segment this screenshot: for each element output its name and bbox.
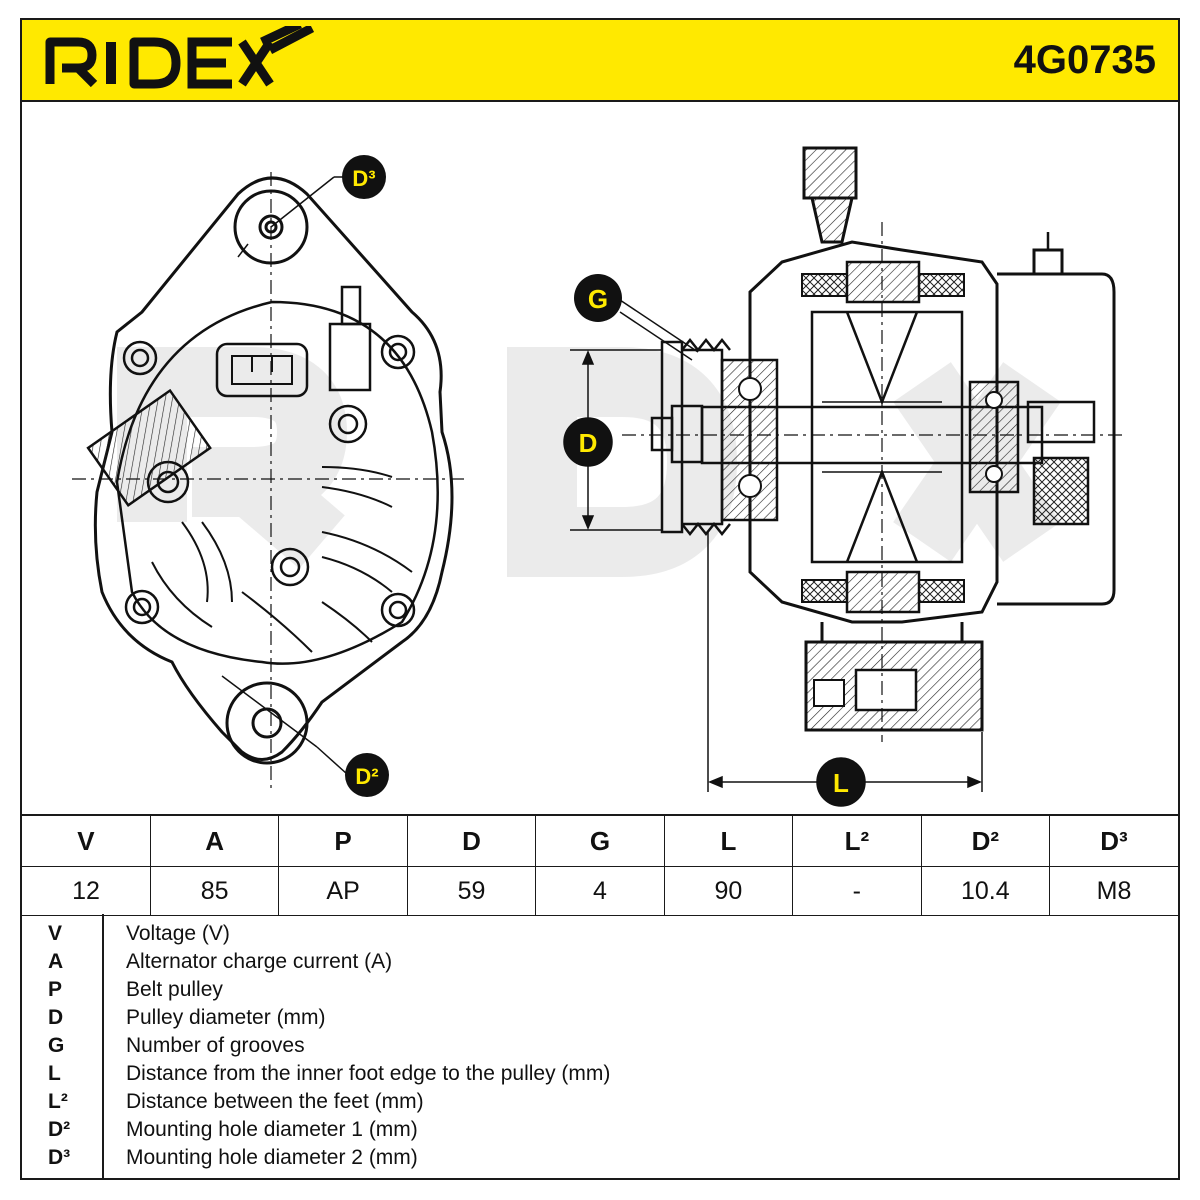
legend-text: Mounting hole diameter 2 (mm) <box>126 1146 418 1169</box>
legend-key: D³ <box>48 1146 71 1169</box>
label-d2: D² <box>355 764 378 789</box>
spec-header: D <box>406 814 537 867</box>
spec-value: 4 <box>535 866 665 916</box>
legend-item: D² Mounting hole diameter 1 (mm) <box>22 1118 1178 1146</box>
d2-callout <box>221 675 389 797</box>
legend-item: L² Distance between the feet (mm) <box>22 1090 1178 1118</box>
alternator-drawing-svg: D³ D² <box>72 146 1122 807</box>
legend-text: Belt pulley <box>126 978 223 1001</box>
d-dimension <box>563 349 662 531</box>
legend-key: V <box>48 922 63 945</box>
legend-key: D² <box>48 1118 71 1141</box>
legend-item: A Alternator charge current (A) <box>22 950 1178 978</box>
rear-view <box>72 172 467 792</box>
datasheet-frame: 4G0735 <box>20 18 1180 1180</box>
part-number: 4G0735 <box>1013 38 1156 82</box>
legend-key: A <box>48 950 64 973</box>
legend-item: D³ Mounting hole diameter 2 (mm) <box>22 1146 1178 1174</box>
spec-header-row: V A P D G L L² D² D³ <box>22 814 1178 867</box>
spec-header: D³ <box>1049 814 1178 867</box>
legend-divider <box>102 914 104 1178</box>
section-view <box>622 146 1122 742</box>
spec-value: M8 <box>1049 866 1178 916</box>
spec-header: P <box>278 814 408 867</box>
spec-header: L <box>663 814 794 867</box>
spec-header: G <box>535 814 665 867</box>
spec-header: A <box>149 814 280 867</box>
legend-item: L Distance from the inner foot edge to t… <box>22 1062 1178 1090</box>
spec-header: L² <box>792 814 922 867</box>
legend-key: G <box>48 1034 65 1057</box>
spec-value-row: 12 85 AP 59 4 90 - 10.4 M8 <box>22 866 1178 916</box>
legend-item: P Belt pulley <box>22 978 1178 1006</box>
legend-text: Number of grooves <box>126 1034 305 1057</box>
label-g: G <box>588 284 608 314</box>
label-d3: D³ <box>352 166 375 191</box>
d3-callout <box>237 155 386 258</box>
spec-header: D² <box>920 814 1051 867</box>
spec-value: 12 <box>22 866 151 916</box>
ridex-logo <box>44 19 315 97</box>
legend-key: P <box>48 978 63 1001</box>
legend-text: Mounting hole diameter 1 (mm) <box>126 1118 418 1141</box>
spec-value: 59 <box>406 866 537 916</box>
spec-value: - <box>792 866 922 916</box>
g-callout <box>574 274 699 361</box>
legend-item: G Number of grooves <box>22 1034 1178 1062</box>
spec-value: 90 <box>663 866 794 916</box>
l-dimension <box>707 532 983 807</box>
spec-value: 85 <box>149 866 280 916</box>
technical-drawing: D³ D² <box>22 102 1178 814</box>
legend-text: Distance between the feet (mm) <box>126 1090 424 1113</box>
spec-value: AP <box>278 866 408 916</box>
legend-key: L <box>48 1062 61 1085</box>
legend-key: L² <box>48 1090 68 1113</box>
spec-table: V A P D G L L² D² D³ 12 85 AP 59 4 90 - … <box>22 814 1178 916</box>
legend-text: Voltage (V) <box>126 922 230 945</box>
legend-text: Alternator charge current (A) <box>126 950 393 973</box>
header-bar: 4G0735 <box>22 19 1178 102</box>
legend-key: D <box>48 1006 64 1029</box>
legend-item: V Voltage (V) <box>22 922 1178 950</box>
legend-item: D Pulley diameter (mm) <box>22 1006 1178 1034</box>
label-d: D <box>579 428 598 458</box>
spec-value: 10.4 <box>920 866 1051 916</box>
legend-text: Pulley diameter (mm) <box>126 1006 326 1029</box>
label-l: L <box>833 768 849 798</box>
legend: V Voltage (V) A Alternator charge curren… <box>22 914 1178 1178</box>
legend-text: Distance from the inner foot edge to the… <box>126 1062 611 1085</box>
spec-header: V <box>22 814 151 867</box>
